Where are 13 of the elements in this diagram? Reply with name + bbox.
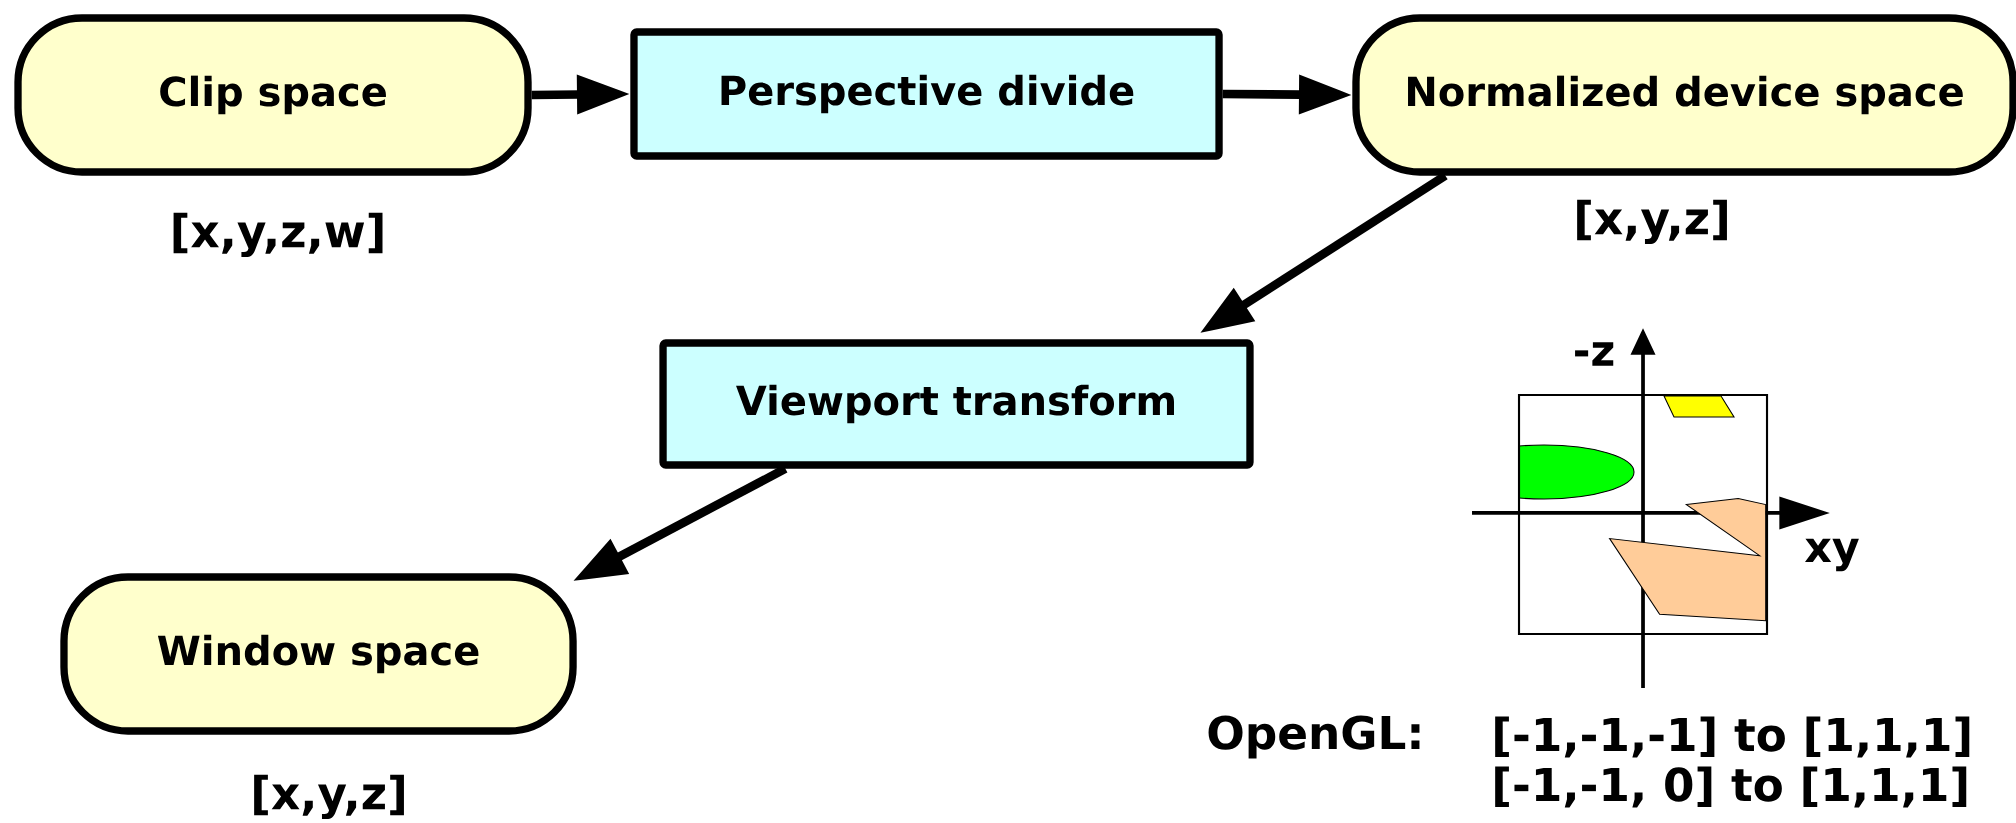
- coordinate-label: [x,y,z]: [1577, 199, 1727, 245]
- axis-label: -z: [1575, 342, 1614, 366]
- rounded-box: Normalized device space: [1352, 14, 2016, 176]
- rounded-box: Window space: [60, 573, 577, 735]
- process-box: Perspective divide: [630, 28, 1223, 160]
- api-label: OpenGL:: [1208, 715, 1420, 759]
- range-text: [-1,-1,-1] to [1,1,1]: [1495, 716, 1970, 758]
- rounded-box: Clip space: [14, 14, 532, 176]
- coordinate-label: [x,y,z,w]: [173, 212, 383, 258]
- coordinate-label: [x,y,z]: [254, 774, 404, 820]
- range-text: [-1,-1, 0] to [1,1,1]: [1495, 766, 1967, 808]
- process-box: Viewport transform: [659, 339, 1254, 469]
- axis-label: xy: [1805, 538, 1859, 572]
